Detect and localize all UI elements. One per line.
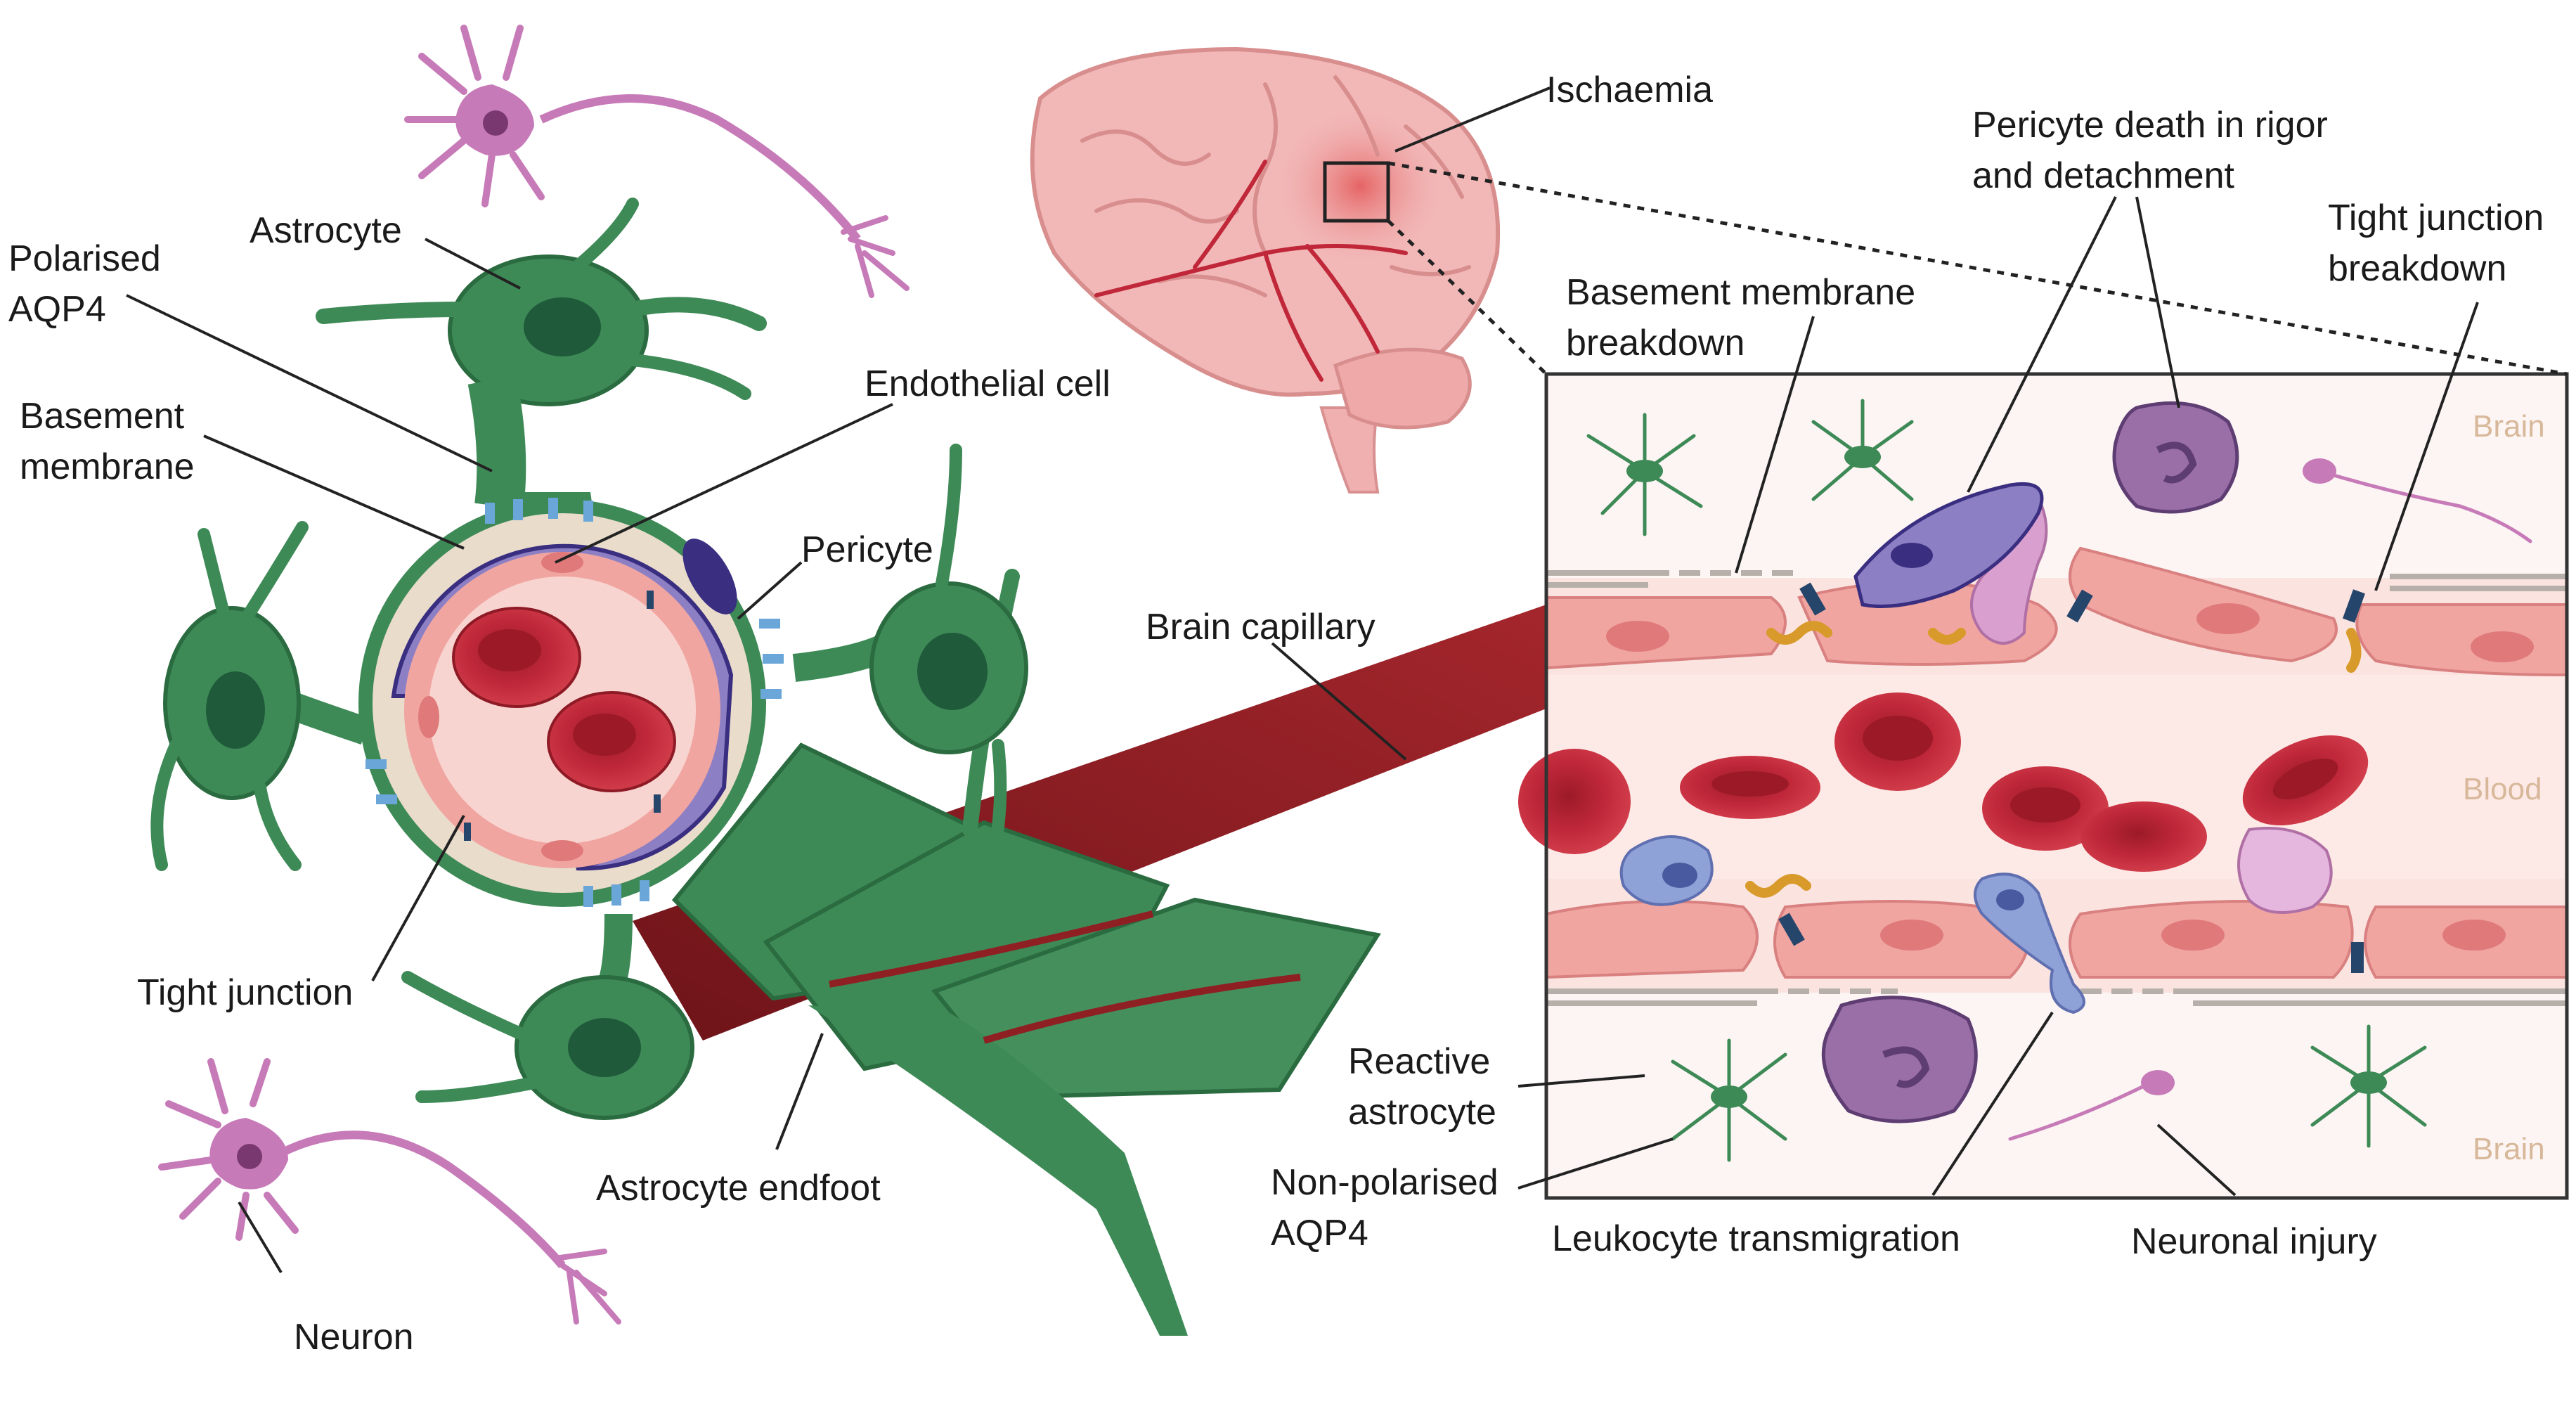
label-tight-junction-breakdown-line2: breakdown — [2328, 248, 2507, 289]
label-basement-membrane-breakdown-line1: Basement membrane — [1566, 272, 1916, 313]
astrocyte-left — [150, 521, 370, 871]
endothelial-cells-bottom — [1545, 900, 2568, 979]
astrocyte-endfoot-complex — [671, 569, 1381, 1336]
inset-junctions — [1778, 582, 2365, 973]
label-pericyte-death-line2: and detachment — [1972, 155, 2234, 196]
label-tight-junction: Tight junction — [137, 972, 354, 1013]
label-pericyte: Pericyte — [801, 529, 933, 570]
label-basement-membrane-line2: membrane — [20, 446, 195, 487]
inset-astrocytes — [1586, 399, 2427, 1162]
inset-pericyte — [1853, 482, 2044, 608]
inset-panel — [1518, 374, 2568, 1198]
region-tag-brain-top: Brain — [2473, 409, 2545, 444]
leader-lines — [126, 86, 2479, 1274]
basement-membrane-lines — [1546, 570, 2567, 1006]
neuron-top — [404, 25, 910, 298]
inset-frame — [1544, 372, 2569, 1200]
inset-dead-cells — [1821, 401, 2333, 1123]
label-astrocyte-endfoot: Astrocyte endfoot — [596, 1168, 881, 1209]
astrocyte-right — [792, 444, 1028, 871]
label-tight-junction-breakdown-line1: Tight junction — [2328, 198, 2544, 238]
zoom-lines — [1387, 161, 2568, 376]
label-pericyte-death-line1: Pericyte death in rigor — [1972, 105, 2328, 146]
inset-neurons — [2008, 469, 2532, 1141]
label-basement-membrane-line1: Basement — [20, 396, 185, 437]
label-polarised-aqp4-line2: AQP4 — [8, 289, 106, 330]
inset-leukocytes — [1619, 505, 2085, 1014]
aqp4-channels — [365, 498, 784, 907]
capillary-cross-section — [358, 498, 784, 907]
tight-junctions-cross — [464, 591, 661, 841]
label-reactive-astrocyte-line2: astrocyte — [1348, 1092, 1496, 1133]
label-neuronal-injury: Neuronal injury — [2131, 1221, 2377, 1262]
label-endothelial-cell: Endothelial cell — [865, 363, 1111, 404]
brain-illustration — [1030, 46, 1501, 494]
label-ischaemia: Ischaemia — [1546, 70, 1713, 110]
inset-mmps — [1745, 621, 2362, 898]
label-non-polarised-aqp4-line2: AQP4 — [1271, 1213, 1368, 1254]
label-basement-membrane-breakdown-line2: breakdown — [1566, 323, 1745, 363]
label-polarised-aqp4-line1: Polarised — [8, 238, 161, 279]
label-astrocyte: Astrocyte — [250, 210, 402, 251]
region-tag-brain-bottom: Brain — [2473, 1132, 2545, 1166]
region-tag-blood: Blood — [2463, 772, 2542, 806]
label-reactive-astrocyte-line1: Reactive — [1348, 1041, 1491, 1082]
label-leukocyte-transmigration: Leukocyte transmigration — [1552, 1218, 1960, 1259]
astrocyte-bottom — [401, 913, 694, 1120]
label-neuron: Neuron — [294, 1317, 414, 1358]
neuron-bottom — [158, 1058, 621, 1325]
label-non-polarised-aqp4-line1: Non-polarised — [1271, 1162, 1499, 1203]
ischaemia-box — [1323, 161, 1390, 223]
label-brain-capillary: Brain capillary — [1146, 607, 1376, 647]
endothelial-cells-top — [1545, 546, 2568, 677]
